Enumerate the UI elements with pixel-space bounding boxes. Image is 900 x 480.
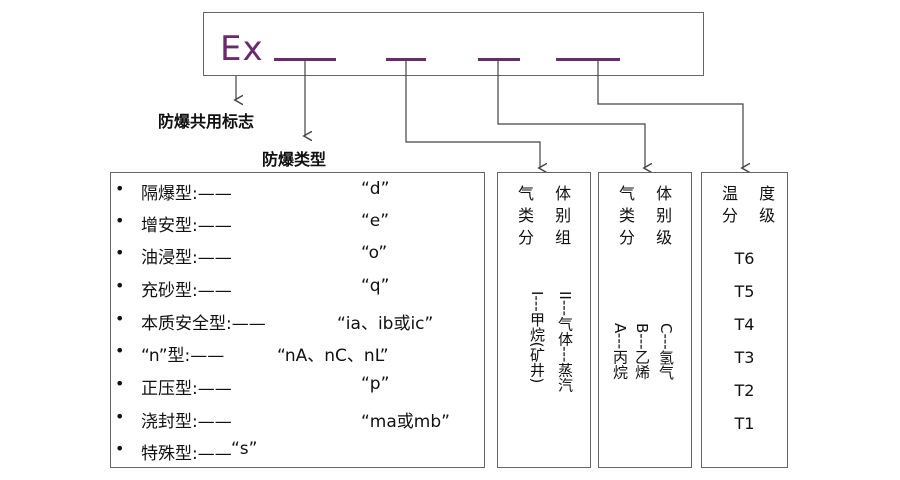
ex-marking-box: Ex (203, 12, 704, 76)
ex-label: Ex (220, 29, 264, 69)
temp-class-title: 温 度 分 级 (722, 183, 783, 227)
arrow-gas-group (405, 60, 540, 168)
type-name: 本质安全型:—— (141, 314, 266, 334)
bullet: • (115, 309, 125, 328)
type-code: “e” (361, 211, 390, 231)
gas-class-box: 气 体 类 别 分 级 A---丙烷 B---乙烯 C---氢气 (598, 172, 692, 468)
type-label: 防爆类型 (262, 150, 327, 169)
temp-list: T6 T5 T4 T3 T2 T1 (702, 249, 787, 447)
type-code: “ma或mb” (361, 412, 450, 432)
slot-gas-group (386, 58, 426, 61)
temp-class-box: 温 度 分 级 T6 T5 T4 T3 T2 T1 (701, 172, 788, 468)
gas-group-entry-1: I---甲烷(矿井) (528, 291, 546, 384)
arrow-temp (597, 60, 743, 168)
gas-group-title: 气 体 类 别 分 组 (518, 183, 579, 249)
temp-item: T1 (734, 414, 755, 433)
type-name: 浇封型:—— (141, 412, 232, 432)
type-name: 正压型:—— (141, 379, 232, 399)
bullet: • (115, 211, 125, 230)
type-code: “nA、nC、nL” (277, 346, 389, 366)
title-line: 分 级 (722, 206, 784, 225)
slot-temp (556, 58, 620, 61)
type-code: “o” (361, 243, 388, 263)
temp-item: T6 (734, 249, 755, 268)
bullet: • (115, 374, 125, 393)
type-name: 充砂型:—— (141, 281, 232, 301)
type-name: 隔爆型:—— (141, 184, 232, 204)
bullet: • (115, 439, 125, 458)
type-code: “s” (231, 439, 258, 459)
type-code: “d” (361, 179, 390, 199)
bullet: • (115, 243, 125, 262)
arrow-gas-class (497, 60, 645, 168)
title-line: 分 组 (518, 228, 580, 247)
temp-item: T4 (734, 315, 755, 334)
title-line: 温 度 (722, 184, 784, 203)
gas-class-entry-c: C---氢气 (657, 323, 675, 380)
type-name: “n”型:—— (141, 346, 225, 366)
temp-item: T2 (734, 381, 755, 400)
type-code: “ia、ib或ic” (337, 314, 434, 334)
title-line: 类 别 (518, 206, 580, 225)
bullet: • (115, 179, 125, 198)
title-line: 气 体 (619, 184, 681, 203)
type-name: 油浸型:—— (141, 248, 232, 268)
bullet: • (115, 341, 125, 360)
bullet: • (115, 407, 125, 426)
bullet: • (115, 276, 125, 295)
gas-class-entry-b: B---乙烯 (633, 323, 651, 380)
gas-class-entry-a: A---丙烷 (611, 323, 629, 380)
title-line: 分 级 (619, 228, 681, 247)
type-code: “p” (361, 374, 390, 394)
type-name: 增安型:—— (141, 216, 232, 236)
slot-gas-class (478, 58, 520, 61)
temp-item: T3 (734, 348, 755, 367)
title-line: 类 别 (619, 206, 681, 225)
gas-group-entry-2: II---气体---蒸汽 (556, 291, 574, 393)
type-name: 特殊型:—— (141, 444, 232, 464)
temp-item: T5 (734, 282, 755, 301)
types-list-box: • 隔爆型:—— “d” • 增安型:—— “e” • 油浸型:—— “o” •… (110, 172, 485, 468)
type-code: “q” (361, 276, 390, 296)
common-mark-label: 防爆共用标志 (158, 112, 255, 131)
title-line: 气 体 (518, 184, 580, 203)
gas-class-title: 气 体 类 别 分 级 (619, 183, 680, 249)
slot-type (274, 58, 336, 61)
gas-group-box: 气 体 类 别 分 组 I---甲烷(矿井) II---气体---蒸汽 (497, 172, 591, 468)
